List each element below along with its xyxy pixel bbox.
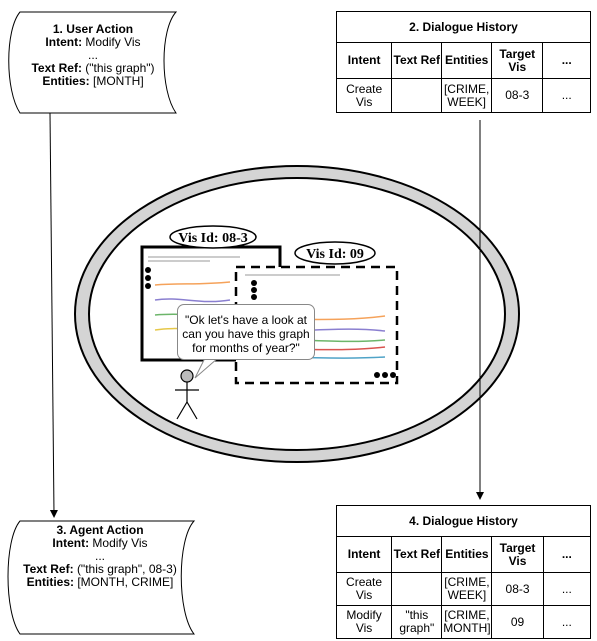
user-action-ellipsis: ... bbox=[87, 48, 98, 62]
dh4-header-entities: Entities bbox=[441, 536, 493, 573]
vis-08-3-dots-icon bbox=[145, 267, 151, 289]
table-row: Create Vis [CRIME, WEEK] 08-3 ... bbox=[335, 572, 592, 606]
user-action-entities-value: [MONTH] bbox=[93, 74, 144, 88]
user-action-box: 1. User Action Intent: Modify Vis ... Te… bbox=[18, 23, 168, 88]
dh4-row1-entities: [CRIME, WEEK] bbox=[441, 572, 493, 606]
agent-action-textref-label: Text Ref: bbox=[23, 562, 74, 576]
dh2-row1-target-vis: 08-3 bbox=[491, 78, 544, 113]
dh2-header-entities: Entities bbox=[441, 42, 493, 79]
dialogue-history-4-table: 4. Dialogue History Intent Text Ref Enti… bbox=[335, 505, 592, 639]
user-figure-icon bbox=[175, 369, 199, 420]
user-action-entities-label: Entities: bbox=[42, 74, 90, 88]
dialogue-history-2-title: 2. Dialogue History bbox=[336, 11, 591, 43]
vis-08-3-label-text: Vis Id: 08-3 bbox=[178, 231, 248, 246]
dh4-row1-more: ... bbox=[542, 572, 592, 606]
table-row: Create Vis [CRIME, WEEK] 08-3 ... bbox=[335, 78, 591, 113]
vis-08-3-label: Vis Id: 08-3 bbox=[169, 225, 257, 249]
dh2-header-more: ... bbox=[542, 42, 591, 79]
arrow-user-to-agent bbox=[49, 112, 58, 518]
agent-action-ellipsis: ... bbox=[94, 549, 105, 563]
dh4-header-intent: Intent bbox=[335, 536, 393, 573]
user-action-intent-label: Intent: bbox=[45, 35, 83, 49]
dh4-row1-target-vis: 08-3 bbox=[491, 572, 544, 606]
user-action-textref-value: ("this graph") bbox=[85, 61, 155, 75]
dh2-row1-text-ref bbox=[391, 78, 443, 113]
user-action-textref-label: Text Ref: bbox=[31, 61, 82, 75]
dh2-header-intent: Intent bbox=[335, 42, 393, 79]
dh2-row1-intent: Create Vis bbox=[335, 78, 393, 113]
agent-action-entities-value: [MONTH, CRIME] bbox=[77, 575, 174, 589]
vis-08-3-series-2 bbox=[154, 298, 231, 303]
dh4-row2-intent: Modify Vis bbox=[335, 605, 393, 639]
dh2-row1-more: ... bbox=[542, 78, 591, 113]
vis-09-dots-icon bbox=[251, 280, 257, 300]
user-action-title: 1. User Action bbox=[52, 22, 134, 36]
dh2-header-text-ref: Text Ref bbox=[391, 42, 443, 79]
dh4-header-text-ref: Text Ref bbox=[391, 536, 443, 573]
dh4-row1-text-ref bbox=[391, 572, 443, 606]
vis-09-label-text: Vis Id: 09 bbox=[306, 247, 364, 262]
agent-action-textref-value: ("this graph", 08-3) bbox=[76, 562, 177, 576]
dh4-row1-intent: Create Vis bbox=[335, 572, 393, 606]
agent-action-title: 3. Agent Action bbox=[56, 523, 144, 537]
agent-action-shape bbox=[7, 520, 196, 635]
dh4-header-more: ... bbox=[542, 536, 592, 573]
agent-action-intent-value: Modify Vis bbox=[92, 536, 148, 550]
vis-08-3-series-1 bbox=[154, 281, 231, 286]
user-action-intent-value: Modify Vis bbox=[85, 35, 141, 49]
dh4-row2-more: ... bbox=[542, 605, 592, 639]
vis-09-label: Vis Id: 09 bbox=[294, 241, 376, 265]
agent-action-box: 3. Agent Action Intent: Modify Vis ... T… bbox=[20, 524, 180, 589]
dh2-row1-entities: [CRIME, WEEK] bbox=[441, 78, 493, 113]
agent-action-intent-label: Intent: bbox=[52, 536, 90, 550]
user-action-shape bbox=[8, 11, 178, 114]
speech-bubble: "Ok let's have a look at can you have th… bbox=[177, 304, 315, 360]
dh4-header-target-vis: Target Vis bbox=[491, 536, 544, 573]
dh4-row2-text-ref: "this graph" bbox=[391, 605, 443, 639]
dh2-header-target-vis: Target Vis bbox=[491, 42, 544, 79]
speech-bubble-text: "Ok let's have a look at can you have th… bbox=[182, 313, 310, 355]
dh4-row2-target-vis: 09 bbox=[491, 605, 544, 639]
table-row: Modify Vis "this graph" [CRIME, MONTH] 0… bbox=[335, 605, 592, 639]
dh4-row2-entities: [CRIME, MONTH] bbox=[441, 605, 493, 639]
dialogue-history-4-title: 4. Dialogue History bbox=[336, 505, 591, 537]
dialogue-history-2-table: 2. Dialogue History Intent Text Ref Enti… bbox=[335, 11, 591, 113]
agent-action-entities-label: Entities: bbox=[26, 575, 74, 589]
vis-09-dots-horizontal-icon bbox=[374, 372, 396, 378]
